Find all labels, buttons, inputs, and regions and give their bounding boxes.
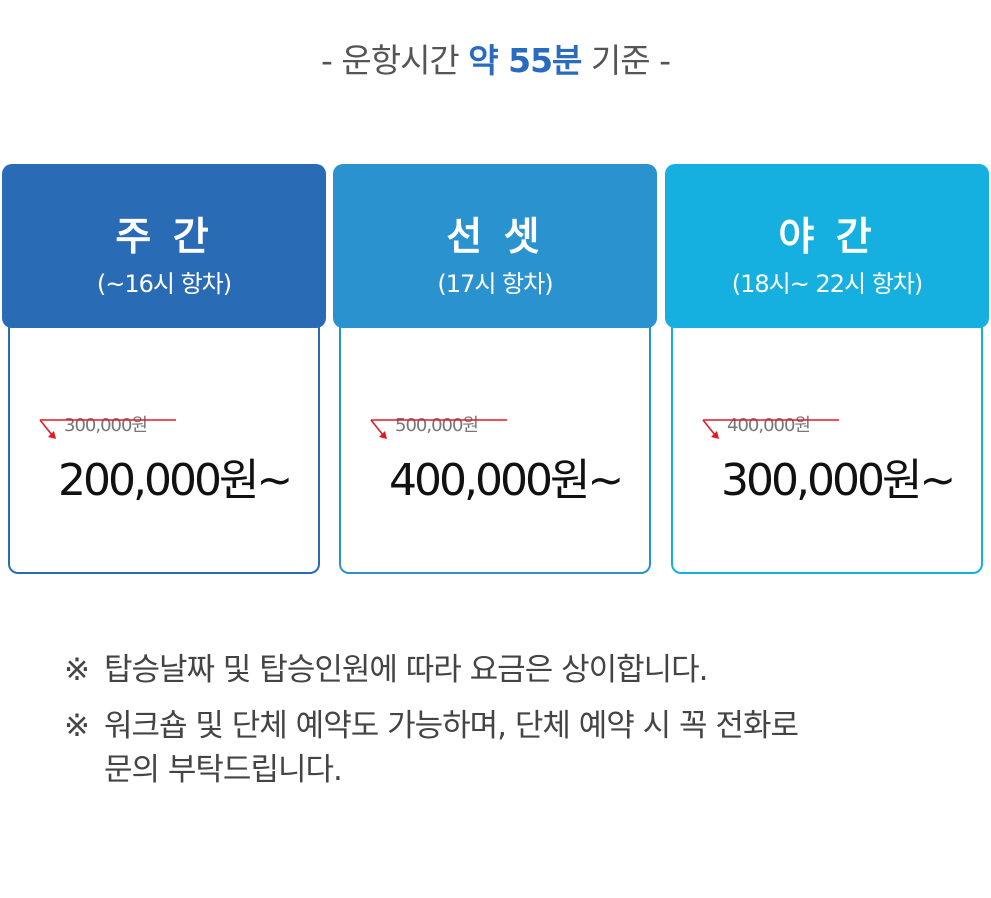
headline-prefix: - 운항시간: [320, 41, 469, 80]
headline-suffix: 기준 -: [581, 41, 671, 80]
price-card-daytime: 주 간 (~16시 항차) 300,000원 200,000원~: [2, 164, 326, 577]
price-card-header: 주 간 (~16시 항차): [2, 164, 326, 328]
page-headline: - 운항시간 약 55분 기준 -: [0, 34, 991, 82]
notice-item: ※ 워크숍 및 단체 예약도 가능하며, 단체 예약 시 꼭 전화로 문의 부탁…: [64, 704, 964, 792]
card-time: (~16시 항차): [96, 270, 232, 298]
price-card-sunset: 선 셋 (17시 항차) 500,000원 400,000원~: [333, 164, 657, 577]
card-title: 주 간: [115, 215, 213, 260]
notice-text: 탑승날짜 및 탑승인원에 따라 요금은 상이합니다.: [104, 652, 709, 688]
notice-list: ※ 탑승날짜 및 탑승인원에 따라 요금은 상이합니다. ※ 워크숍 및 단체 …: [64, 648, 964, 804]
price-card-header: 선 셋 (17시 항차): [333, 164, 657, 328]
price-card-night: 야 간 (18시~ 22시 항차) 400,000원 300,000원~: [665, 164, 989, 577]
card-title: 선 셋: [446, 215, 544, 260]
discount-price: 200,000원~: [58, 455, 293, 506]
headline-highlight: 약 55분: [468, 41, 582, 80]
price-card-header: 야 간 (18시~ 22시 항차): [665, 164, 989, 328]
card-title: 야 간: [778, 215, 876, 260]
reference-mark-icon: ※: [64, 708, 90, 744]
discount-price: 300,000원~: [721, 455, 956, 506]
notice-text: 워크숍 및 단체 예약도 가능하며, 단체 예약 시 꼭 전화로: [104, 708, 799, 744]
card-time: (18시~ 22시 항차): [731, 270, 924, 298]
price-card-body: [339, 304, 651, 574]
strike-arrow-icon: [370, 419, 507, 439]
notice-item: ※ 탑승날짜 및 탑승인원에 따라 요금은 상이합니다.: [64, 648, 964, 692]
reference-mark-icon: ※: [64, 652, 90, 688]
card-time: (17시 항차): [437, 270, 553, 298]
strike-arrow-icon: [702, 419, 839, 439]
notice-text-continued: 문의 부탁드립니다.: [104, 752, 343, 788]
price-card-body: [8, 304, 320, 574]
price-card-body: [671, 304, 983, 574]
strike-arrow-icon: [39, 419, 176, 439]
discount-price: 400,000원~: [389, 455, 624, 506]
